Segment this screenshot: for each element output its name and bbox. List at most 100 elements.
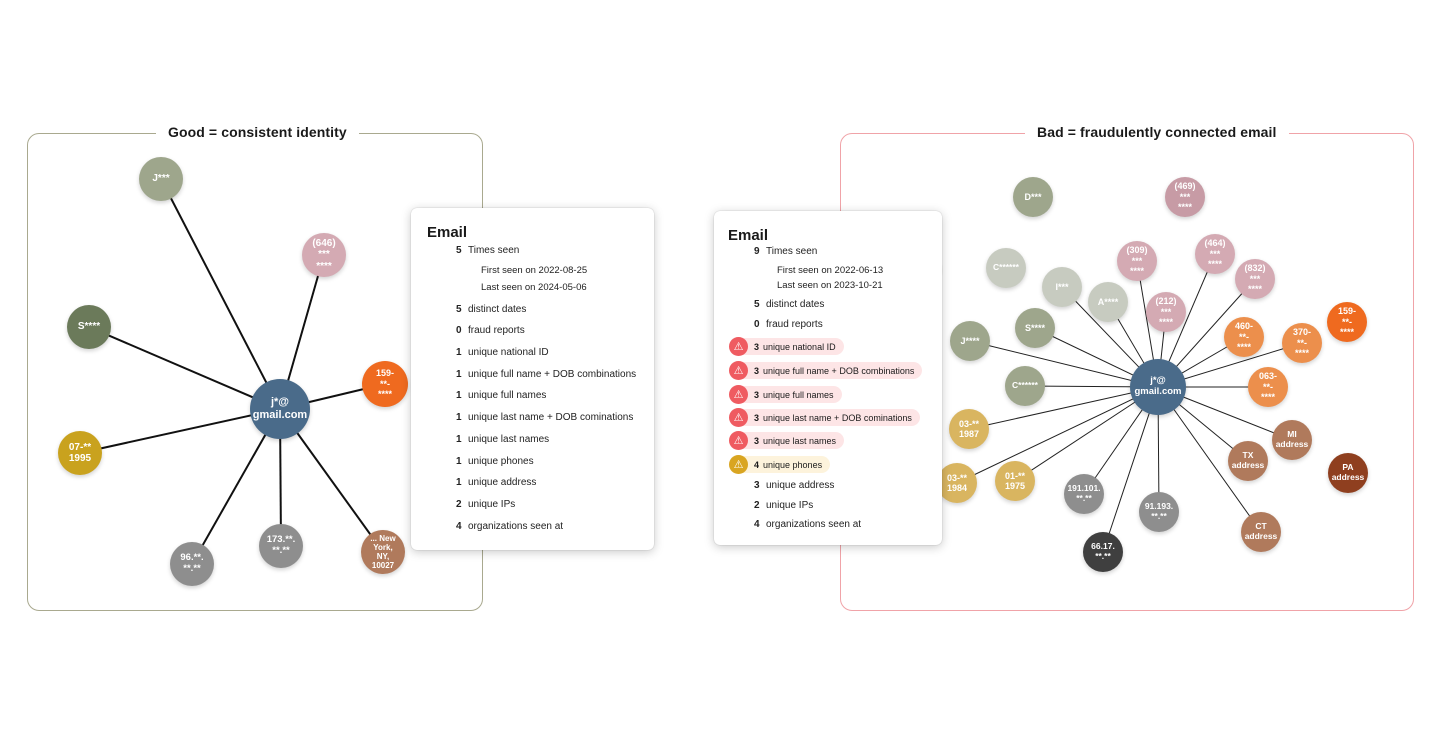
bad-node-b4[interactable]: I*** bbox=[1042, 267, 1082, 307]
node-label: 159- bbox=[375, 368, 394, 379]
node-label: *** bbox=[318, 249, 330, 261]
node-label: J**** bbox=[960, 335, 980, 346]
node-label: (212) bbox=[1155, 296, 1177, 307]
stat-label: fraud reports bbox=[766, 319, 823, 330]
good-node-g1[interactable]: J*** bbox=[139, 157, 183, 201]
bad-node-b16[interactable]: 063-**-**** bbox=[1248, 367, 1288, 407]
bad-node-b1[interactable]: D*** bbox=[1013, 177, 1053, 217]
bad-node-b3[interactable]: C****** bbox=[986, 248, 1026, 288]
node-label: **- bbox=[1262, 381, 1273, 392]
bad-edge bbox=[956, 386, 1159, 484]
node-label: **** bbox=[1207, 259, 1222, 270]
bad-center-email-node[interactable]: j*@gmail.com bbox=[1130, 359, 1186, 415]
stat-label: unique IPs bbox=[468, 499, 516, 510]
flag-label: unique last name + DOB cominations bbox=[763, 412, 912, 423]
flag-count: 4 bbox=[754, 459, 760, 470]
bad-node-b15[interactable]: 159-**-**** bbox=[1327, 302, 1367, 342]
bad-node-b7[interactable]: (464)******* bbox=[1195, 234, 1235, 274]
node-label: **** bbox=[377, 389, 392, 400]
stat-count: 0 bbox=[754, 319, 760, 330]
bad-node-b9[interactable]: (212)******* bbox=[1146, 292, 1186, 332]
warning-icon: ⚠ bbox=[729, 408, 748, 427]
flag-label: unique full names bbox=[763, 389, 834, 400]
node-label: **** bbox=[1177, 202, 1192, 213]
node-label: address bbox=[1231, 460, 1265, 470]
bad-node-b5[interactable]: A**** bbox=[1088, 282, 1128, 322]
node-label: **** bbox=[1294, 348, 1309, 359]
stat-label: unique address bbox=[766, 480, 835, 491]
node-label: **.** bbox=[1095, 551, 1111, 561]
card-date-line: First seen on 2022-08-25 bbox=[481, 265, 588, 276]
good-node-g5[interactable]: 07-**1995 bbox=[58, 431, 102, 475]
node-label: (309) bbox=[1126, 245, 1148, 256]
good-panel: Good = consistent identity bbox=[27, 124, 483, 611]
node-label: D*** bbox=[1024, 191, 1042, 202]
bad-node-b20[interactable]: 191.101.**.** bbox=[1064, 474, 1104, 514]
node-label: J*** bbox=[152, 173, 170, 185]
bad-node-b10[interactable]: S**** bbox=[1015, 308, 1055, 348]
node-label: MI bbox=[1287, 429, 1297, 440]
node-label: 1984 bbox=[946, 483, 968, 493]
node-label: *** bbox=[1131, 255, 1143, 266]
node-label: 159- bbox=[1337, 306, 1356, 317]
bad-node-b13[interactable]: 460-**-**** bbox=[1224, 317, 1264, 357]
stat-count: 1 bbox=[456, 477, 462, 488]
node-label: (464) bbox=[1204, 238, 1226, 249]
good-node-g3[interactable]: S**** bbox=[67, 305, 111, 349]
stat-count: 5 bbox=[754, 299, 760, 310]
bad-edge bbox=[1157, 386, 1262, 533]
bad-node-b12[interactable]: C****** bbox=[1005, 366, 1045, 406]
node-label: **** bbox=[1236, 342, 1251, 353]
node-label: **** bbox=[1129, 266, 1144, 277]
stat-count: 1 bbox=[456, 412, 462, 423]
good-panel-title: Good = consistent identity bbox=[156, 124, 359, 140]
flag-label: unique last names bbox=[763, 435, 837, 446]
node-label: (646) bbox=[312, 237, 336, 249]
bad-node-b22[interactable]: 66.17.**.** bbox=[1083, 532, 1123, 572]
node-label: **- bbox=[1296, 337, 1307, 348]
node-label: C****** bbox=[1012, 380, 1038, 391]
bad-node-b6[interactable]: (309)******* bbox=[1117, 241, 1157, 281]
bad-node-b18[interactable]: 03-**1984 bbox=[937, 463, 977, 503]
node-label: 91.193. bbox=[1144, 501, 1174, 512]
good-node-g7[interactable]: 173.**.**.** bbox=[259, 524, 303, 568]
bad-node-b8[interactable]: (832)******* bbox=[1235, 259, 1275, 299]
bad-node-b19[interactable]: 01-**1975 bbox=[995, 461, 1035, 501]
bad-node-b17[interactable]: 03-**1987 bbox=[949, 409, 989, 449]
stat-label: unique address bbox=[468, 477, 537, 488]
stat-label: unique national ID bbox=[468, 347, 549, 358]
bad-node-b11[interactable]: J**** bbox=[950, 321, 990, 361]
stat-label: distinct dates bbox=[766, 299, 825, 310]
node-label: A**** bbox=[1097, 296, 1119, 307]
bad-node-b14[interactable]: 370-**-**** bbox=[1282, 323, 1322, 363]
stat-label: organizations seen at bbox=[766, 519, 862, 530]
node-label: j*@ bbox=[1150, 375, 1166, 387]
good-node-g6[interactable]: 96.**.**.** bbox=[170, 542, 214, 586]
node-label: CT bbox=[1255, 521, 1267, 532]
node-label: *** bbox=[1209, 248, 1221, 259]
good-center-email-node[interactable]: j*@gmail.com bbox=[250, 379, 310, 439]
card-date-line: Last seen on 2024-05-06 bbox=[481, 282, 587, 293]
good-node-g4[interactable]: 159-**-**** bbox=[362, 361, 408, 407]
bad-node-b21[interactable]: 91.193.**.** bbox=[1139, 492, 1179, 532]
node-label: address bbox=[1275, 439, 1309, 449]
stat-count: 5 bbox=[456, 245, 462, 256]
warning-icon: ⚠ bbox=[729, 361, 748, 380]
bad-node-b2[interactable]: (469)******* bbox=[1165, 177, 1205, 217]
good-edge bbox=[160, 178, 281, 410]
node-label: 191.101. bbox=[1067, 483, 1101, 494]
node-label: **- bbox=[1341, 316, 1352, 327]
stat-count: 4 bbox=[456, 521, 462, 532]
flag-count: 3 bbox=[754, 389, 760, 400]
good-node-g2[interactable]: (646)******* bbox=[302, 233, 346, 277]
node-label: York, bbox=[373, 542, 393, 552]
node-label: *** bbox=[1179, 191, 1191, 202]
stat-label: fraud reports bbox=[468, 325, 525, 336]
